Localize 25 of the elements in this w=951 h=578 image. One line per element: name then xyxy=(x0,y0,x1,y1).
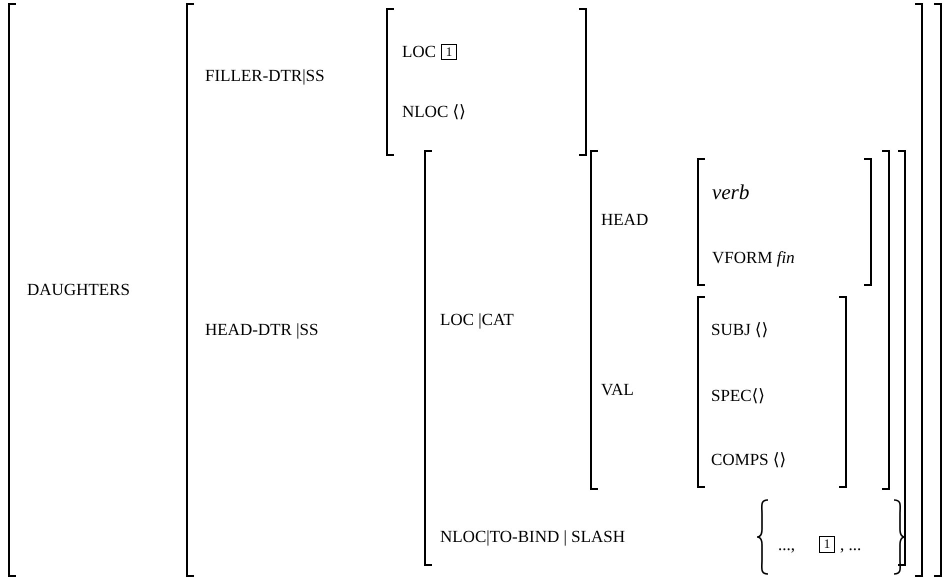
feature-label: COMPS ⟨⟩ xyxy=(711,449,786,471)
feature-label: SPEC⟨⟩ xyxy=(711,385,765,407)
tag-box: 1 xyxy=(819,536,835,553)
set-braces xyxy=(756,498,906,576)
attribute-value-matrix xyxy=(697,158,872,286)
feature-label: LOC |CAT xyxy=(440,309,514,331)
attribute-value-matrix xyxy=(186,3,923,577)
feature-label: SUBJ ⟨⟩ xyxy=(711,319,768,341)
attribute-value-matrix xyxy=(697,296,847,488)
feature-label: NLOC ⟨⟩ xyxy=(402,101,466,123)
feature-label: HEAD xyxy=(601,209,648,231)
feature-label: LOC xyxy=(402,41,436,63)
feature-label: verb xyxy=(712,181,750,203)
tag-box: 1 xyxy=(441,44,457,60)
attribute-value-matrix xyxy=(386,8,587,156)
feature-label: NLOC|TO-BIND | SLASH xyxy=(440,526,625,548)
attribute-value-matrix xyxy=(590,150,890,490)
feature-label: , ... xyxy=(840,534,862,556)
attribute-value-matrix xyxy=(8,3,942,577)
feature-label: VAL xyxy=(601,379,634,401)
feature-label: ..., xyxy=(778,534,795,556)
feature-label: DAUGHTERS xyxy=(27,279,130,301)
feature-label: VFORM fin xyxy=(712,247,795,269)
feature-label: HEAD-DTR |SS xyxy=(205,319,318,341)
feature-label: FILLER-DTR|SS xyxy=(205,65,325,87)
